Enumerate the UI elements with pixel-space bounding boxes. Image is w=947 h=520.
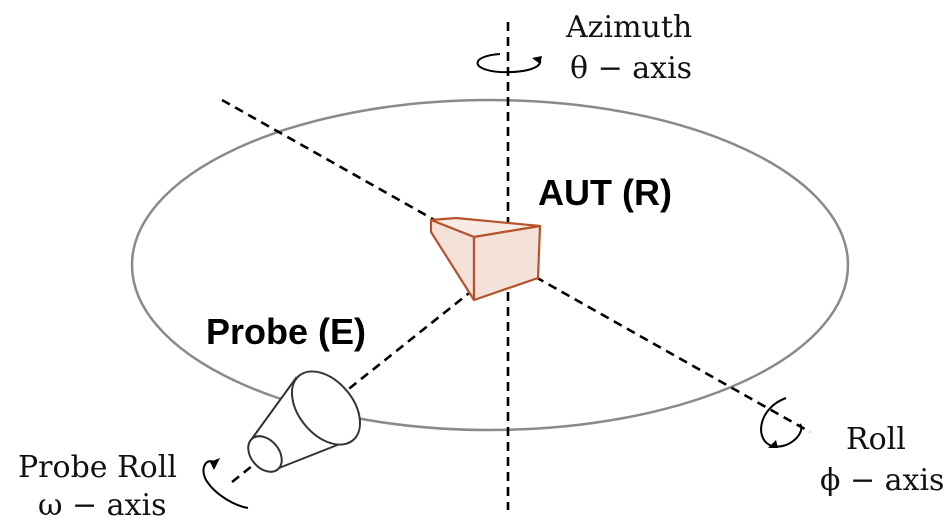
measurement-orbit xyxy=(130,98,850,432)
probe-roll-title-label: Probe Roll xyxy=(18,450,177,485)
roll-axis-label: ϕ − axis xyxy=(820,463,944,498)
probe-icon xyxy=(247,370,362,473)
roll-title-label: Roll xyxy=(846,422,906,457)
probe-roll-axis-label: ω − axis xyxy=(38,488,166,520)
azimuth-rotation-arrow-icon xyxy=(476,53,542,74)
aut-antenna-icon xyxy=(429,216,542,302)
azimuth-axis-label: θ − axis xyxy=(570,51,692,86)
probe-label: Probe (E) xyxy=(206,311,366,352)
aut-label: AUT (R) xyxy=(538,172,672,213)
roll-rotation-arrow-icon xyxy=(760,397,803,448)
azimuth-title-label: Azimuth xyxy=(565,10,692,45)
probe-roll-rotation-arrow-icon xyxy=(202,458,249,509)
